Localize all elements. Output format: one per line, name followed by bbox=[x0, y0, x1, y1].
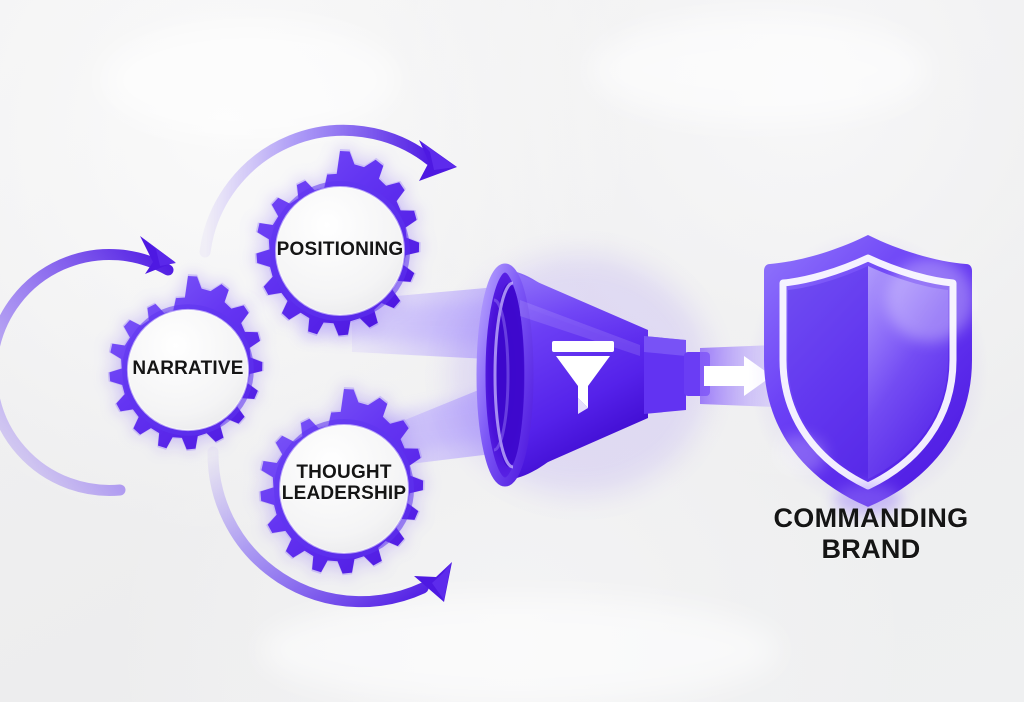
shield-icon[interactable] bbox=[748, 230, 988, 516]
curved-arrow-icon-thought bbox=[207, 446, 452, 608]
curved-arrow-icon-positioning bbox=[199, 124, 457, 258]
gear-icon-thought-leadership[interactable] bbox=[258, 387, 425, 576]
curved-arrow-icon-narrative bbox=[0, 236, 176, 496]
megaphone-icon[interactable] bbox=[450, 255, 710, 495]
filter-funnel-icon bbox=[552, 341, 614, 414]
background-glow bbox=[100, 15, 930, 702]
gear-icon-positioning[interactable] bbox=[254, 149, 421, 338]
gear-icon-narrative[interactable] bbox=[107, 274, 264, 452]
